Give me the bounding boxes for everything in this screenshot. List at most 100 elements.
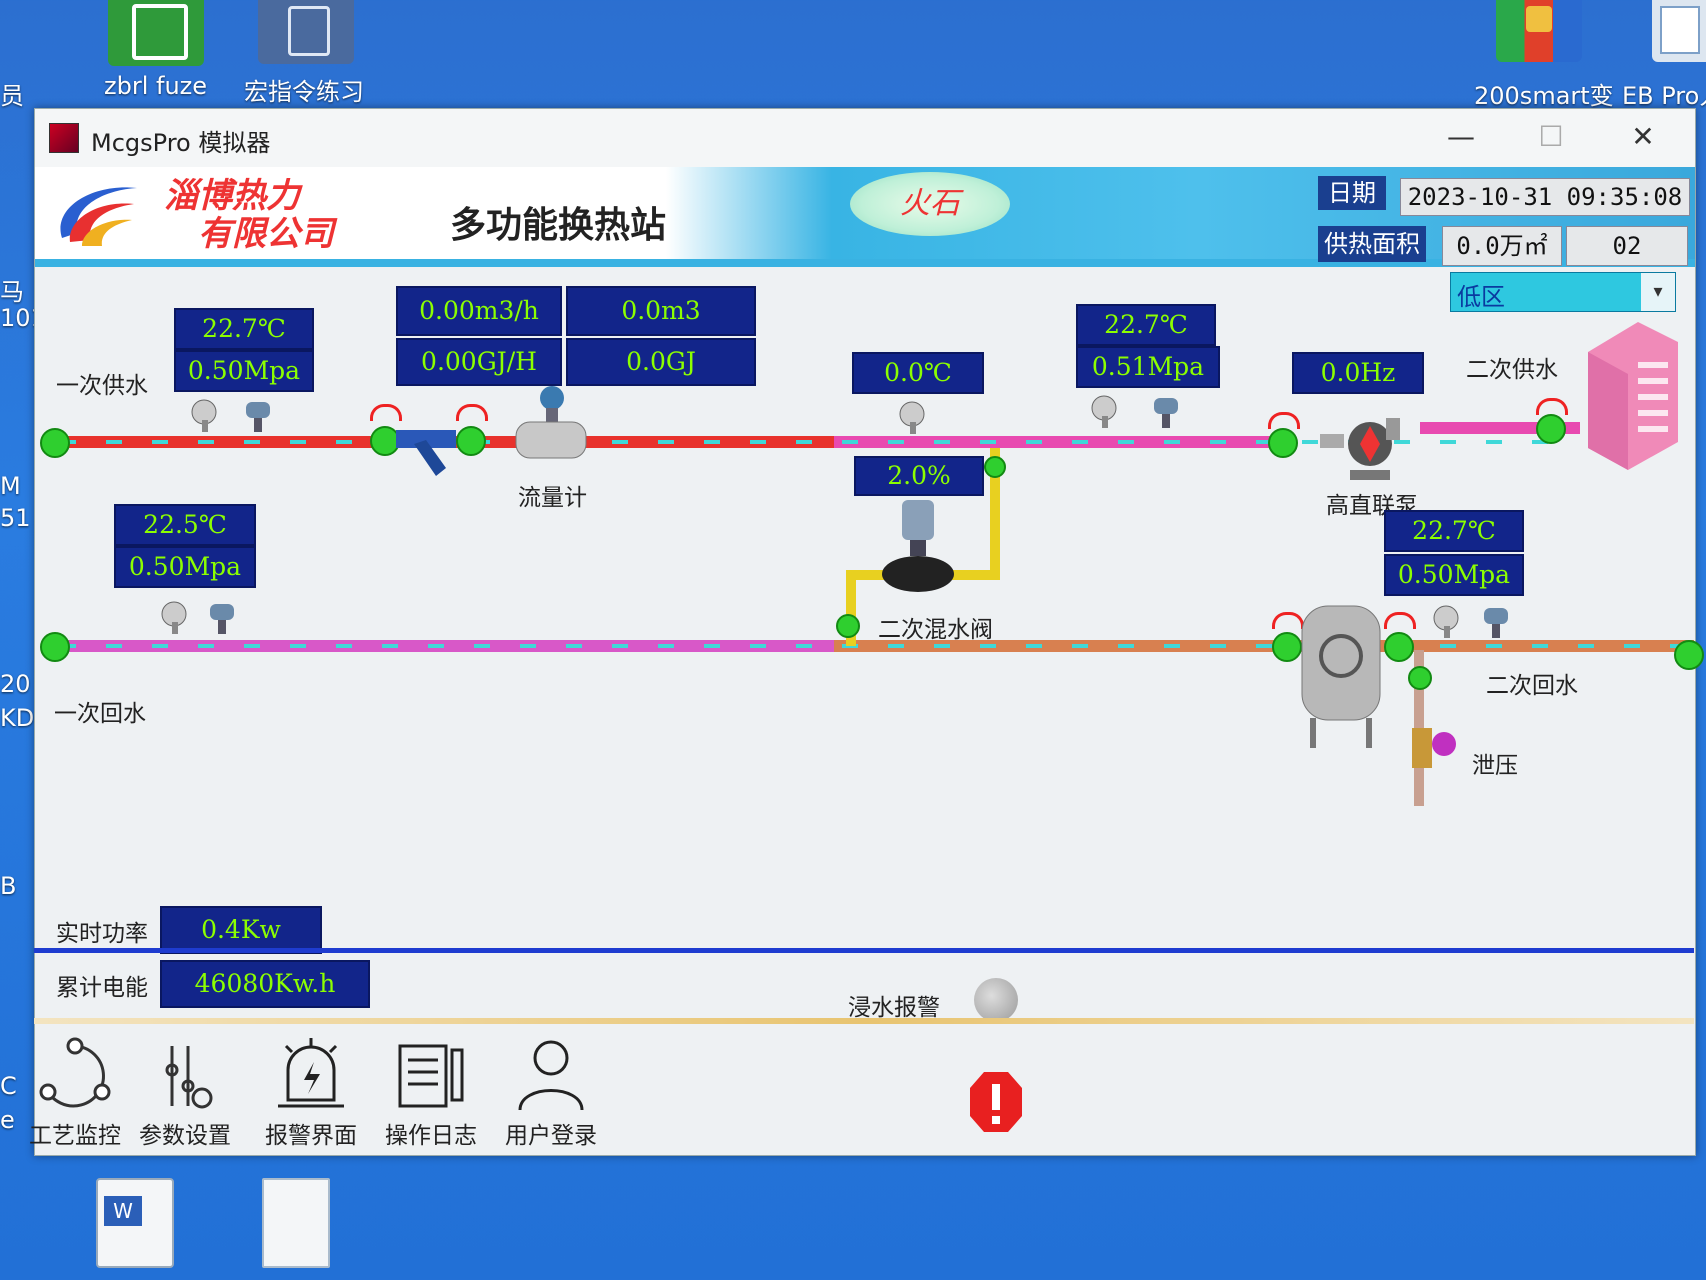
blank-file-desktop-icon[interactable] bbox=[262, 1178, 330, 1268]
area-code: 02 bbox=[1566, 226, 1688, 266]
secondary-return-temp: 22.7℃ bbox=[1384, 510, 1524, 552]
winrar-desktop-icon[interactable] bbox=[1496, 0, 1582, 62]
primary-return-temp: 22.5℃ bbox=[114, 504, 256, 546]
secondary-return-valve-2[interactable] bbox=[1384, 632, 1414, 662]
mix-valve-label: 二次混水阀 bbox=[878, 617, 993, 643]
chevron-down-icon[interactable]: ▾ bbox=[1641, 273, 1675, 311]
word-document-desktop-icon[interactable]: W bbox=[96, 1178, 174, 1268]
pump-icon bbox=[1320, 418, 1400, 480]
bypass-valve-bottom[interactable] bbox=[836, 614, 860, 638]
edge-label: C bbox=[0, 1072, 17, 1100]
date-label: 日期 bbox=[1318, 176, 1386, 210]
zone-select[interactable]: 低区 ▾ bbox=[1450, 272, 1676, 312]
nav-label: 操作日志 bbox=[385, 1123, 477, 1149]
flood-alarm-indicator bbox=[974, 978, 1018, 1022]
macro-practice-label: 宏指令练习 bbox=[244, 78, 364, 106]
settings-sliders-icon bbox=[165, 1046, 213, 1109]
secondary-return-outlet-valve[interactable] bbox=[1674, 640, 1704, 670]
total-energy-value: 46080Kw.h bbox=[160, 960, 370, 1008]
mixing-valve-icon bbox=[882, 500, 954, 592]
thermometer-icon bbox=[899, 401, 925, 434]
company-logo-icon bbox=[60, 187, 137, 246]
nav-operation-log[interactable]: 操作日志 bbox=[376, 1036, 486, 1149]
secondary-supply-label: 二次供水 bbox=[1466, 357, 1558, 383]
building-icon bbox=[1588, 322, 1678, 470]
word-w-icon: W bbox=[104, 1196, 142, 1226]
primary-supply-valve-2[interactable] bbox=[456, 426, 486, 456]
pressure-sensor-icon bbox=[1154, 398, 1178, 428]
primary-return-inlet-valve[interactable] bbox=[40, 632, 70, 662]
smart200-label: 200smart变 bbox=[1474, 82, 1614, 110]
pressure-sensor-icon bbox=[210, 604, 234, 634]
company-name-line2: 有限公司 bbox=[198, 214, 334, 254]
nav-param-settings[interactable]: 参数设置 bbox=[130, 1036, 240, 1149]
mix-bypass-pipe bbox=[990, 448, 1000, 578]
nav-user-login[interactable]: 用户登录 bbox=[496, 1036, 606, 1149]
nav-label: 参数设置 bbox=[139, 1123, 231, 1149]
valve-handle bbox=[1268, 412, 1300, 429]
edge-label: 20 bbox=[0, 670, 31, 698]
return-flow-dashes bbox=[60, 644, 1680, 648]
edge-label: e bbox=[0, 1106, 15, 1134]
nav-label: 报警界面 bbox=[265, 1123, 357, 1149]
nav-label: 用户登录 bbox=[505, 1123, 597, 1149]
title-bar[interactable]: McgsPro 模拟器 — ☐ ✕ bbox=[35, 109, 1695, 167]
eb-pro-desktop-icon[interactable] bbox=[1652, 0, 1706, 62]
nav-process-monitor[interactable]: 工艺监控 bbox=[20, 1036, 130, 1149]
secondary-supply-pressure: 0.51Mpa bbox=[1076, 346, 1220, 388]
area-value: 0.0万㎡ bbox=[1442, 226, 1562, 266]
edge-label: 51 bbox=[0, 504, 31, 532]
primary-supply-inlet-valve[interactable] bbox=[40, 428, 70, 458]
valve-handle bbox=[1272, 612, 1304, 629]
window-title: McgsPro 模拟器 bbox=[91, 129, 271, 157]
minimize-button[interactable]: — bbox=[1447, 120, 1475, 153]
archive-box-icon bbox=[1526, 6, 1552, 32]
primary-return-pressure: 0.50Mpa bbox=[114, 546, 256, 588]
nav-label: 工艺监控 bbox=[29, 1123, 121, 1149]
secondary-supply-temp: 22.7℃ bbox=[1076, 304, 1216, 346]
flowmeter-icon bbox=[515, 386, 587, 459]
fire-badge: 火石 bbox=[850, 172, 1010, 236]
edge-label: KD bbox=[0, 704, 35, 732]
pump-frequency: 0.0Hz bbox=[1292, 352, 1424, 394]
pressure-sensor-icon bbox=[1484, 608, 1508, 638]
secondary-return-pressure: 0.50Mpa bbox=[1384, 554, 1524, 596]
valve-handle bbox=[1536, 398, 1568, 415]
date-value: 2023-10-31 09:35:08 bbox=[1400, 178, 1690, 216]
maximize-button[interactable]: ☐ bbox=[1538, 120, 1564, 153]
edge-label: B bbox=[0, 872, 17, 900]
thermometer-icon bbox=[191, 399, 217, 432]
strainer-icon bbox=[396, 430, 456, 476]
bypass-valve-top[interactable] bbox=[984, 456, 1006, 478]
header-stripe bbox=[35, 259, 1695, 267]
tank-icon bbox=[1301, 605, 1381, 748]
company-name-line1: 淄博热力 bbox=[164, 176, 300, 216]
valve-handle bbox=[456, 404, 488, 421]
secondary-return-valve-1[interactable] bbox=[1272, 632, 1302, 662]
heat-total: 0.0GJ bbox=[566, 338, 756, 386]
flowmeter-label: 流量计 bbox=[518, 485, 587, 511]
zbrl-fuze-desktop-icon[interactable] bbox=[108, 0, 204, 66]
station-title: 多功能换热站 bbox=[450, 204, 667, 246]
file-icon bbox=[1660, 6, 1700, 54]
flow-rate: 0.00m3/h bbox=[396, 286, 562, 336]
heat-rate: 0.00GJ/H bbox=[396, 338, 562, 386]
nav-alarm-screen[interactable]: 报警界面 bbox=[256, 1036, 366, 1149]
secondary-supply-outlet-valve[interactable] bbox=[1536, 414, 1566, 444]
exclamation-warning-icon bbox=[970, 1072, 1022, 1132]
thermometer-icon bbox=[1091, 395, 1117, 428]
relief-line-valve[interactable] bbox=[1408, 666, 1432, 690]
total-energy-label: 累计电能 bbox=[56, 975, 148, 1001]
macro-practice-desktop-icon[interactable] bbox=[258, 0, 354, 64]
mix-temp: 0.0℃ bbox=[852, 352, 984, 394]
close-button[interactable]: ✕ bbox=[1631, 120, 1655, 153]
alarm-warning-button[interactable] bbox=[968, 1070, 1024, 1134]
primary-supply-temp: 22.7℃ bbox=[174, 308, 314, 350]
supply-flow-dashes bbox=[60, 440, 1570, 444]
hand-pointer-icon bbox=[288, 6, 330, 56]
alarm-siren-icon bbox=[278, 1038, 344, 1108]
app-icon bbox=[49, 123, 79, 153]
secondary-supply-valve[interactable] bbox=[1268, 428, 1298, 458]
realtime-power-value: 0.4Kw bbox=[160, 906, 322, 954]
document-arrow-icon bbox=[132, 4, 188, 60]
